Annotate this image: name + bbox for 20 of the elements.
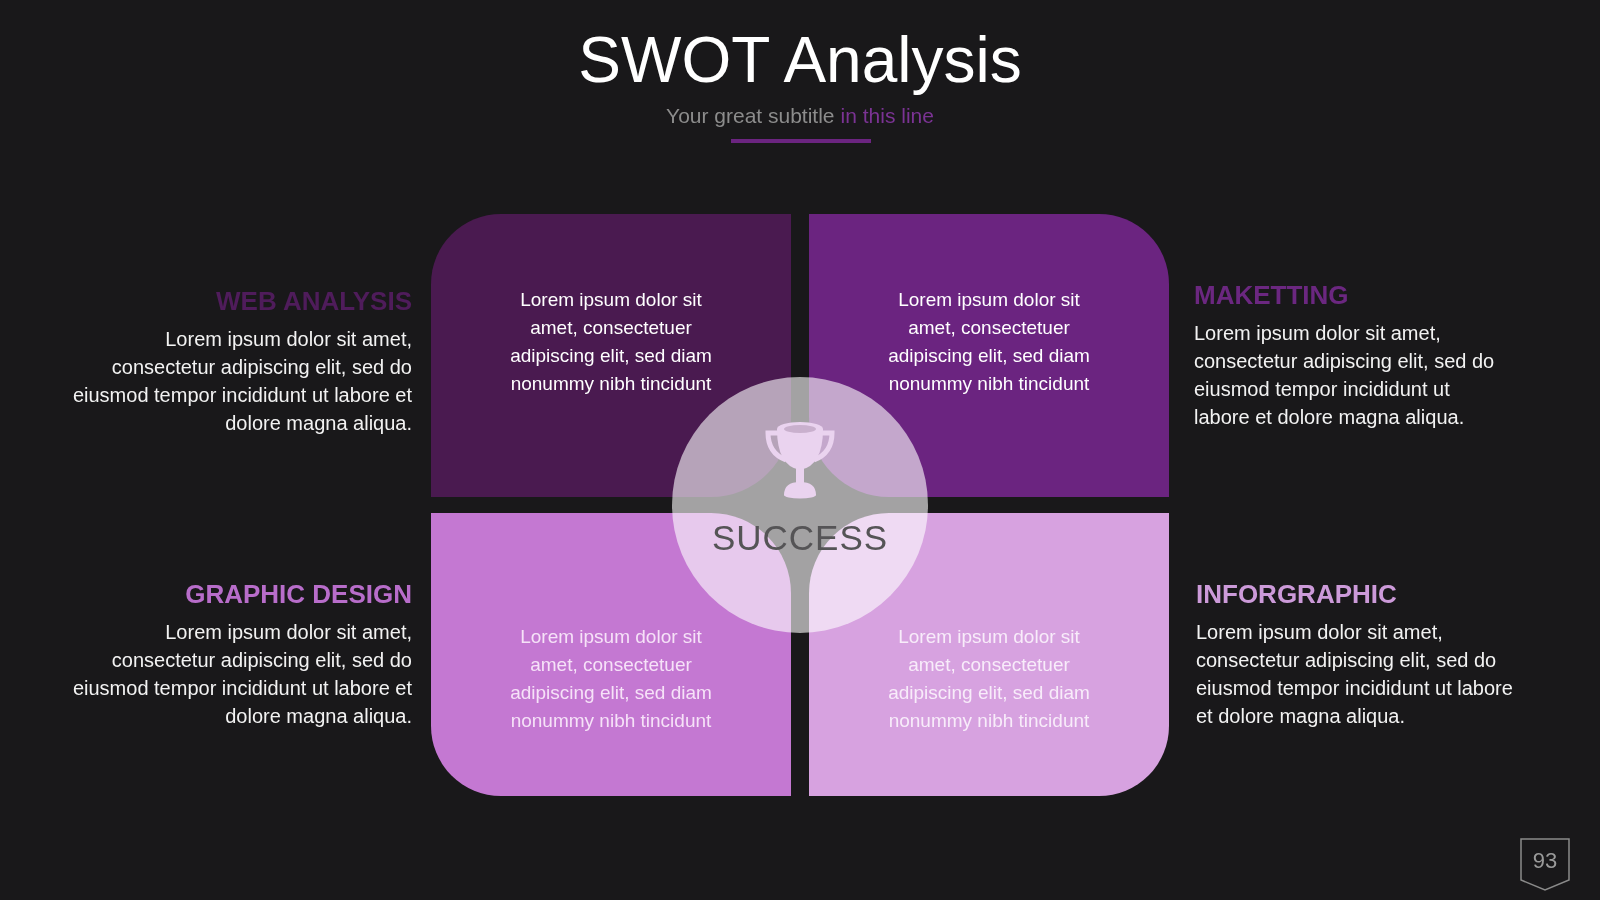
quadrant-panel (431, 214, 791, 497)
subtitle-highlight: in this line (840, 103, 934, 129)
side-description: Lorem ipsum dolor sit amet, consectetur adipiscing elit, sed do eiusmod tempor incididunt ut labore et dolore magna aliqua. (1194, 321, 1496, 430)
quadrant-text: Lorem ipsum dolor sit amet, consectetuer adipiscing elit, sed diam nonummy nibh tincidunt (509, 625, 713, 733)
page-number: 93 (1531, 848, 1559, 874)
side-heading: WEB ANALYSIS (216, 285, 412, 317)
side-heading: INFORGRAPHIC (1196, 578, 1397, 610)
side-description: Lorem ipsum dolor sit amet, consectetur adipiscing elit, sed do eiusmod tempor incididunt ut labore et dolore magna aliqua. (1196, 620, 1514, 729)
quadrant-text: Lorem ipsum dolor sit amet, consectetuer adipiscing elit, sed diam nonummy nibh tincidunt (509, 288, 713, 396)
center-label: SUCCESS (710, 517, 890, 559)
quadrant-text: Lorem ipsum dolor sit amet, consectetuer adipiscing elit, sed diam nonummy nibh tincidunt (887, 625, 1091, 733)
side-heading: MAKETTING (1194, 279, 1349, 311)
quadrant-panel (809, 214, 1169, 497)
quadrant-text: Lorem ipsum dolor sit amet, consectetuer adipiscing elit, sed diam nonummy nibh tincidunt (887, 288, 1091, 396)
side-description: Lorem ipsum dolor sit amet, consectetur adipiscing elit, sed do eiusmod tempor incididunt ut labore et dolore magna aliqua. (71, 620, 412, 729)
side-description: Lorem ipsum dolor sit amet, consectetur adipiscing elit, sed do eiusmod tempor incididunt ut labore et dolore magna aliqua. (71, 327, 412, 436)
side-heading: GRAPHIC DESIGN (185, 578, 412, 610)
page-number-badge (1520, 838, 1570, 891)
subtitle-text: Your great subtitle (666, 103, 835, 129)
slide-title: SWOT Analysis (578, 24, 1022, 96)
